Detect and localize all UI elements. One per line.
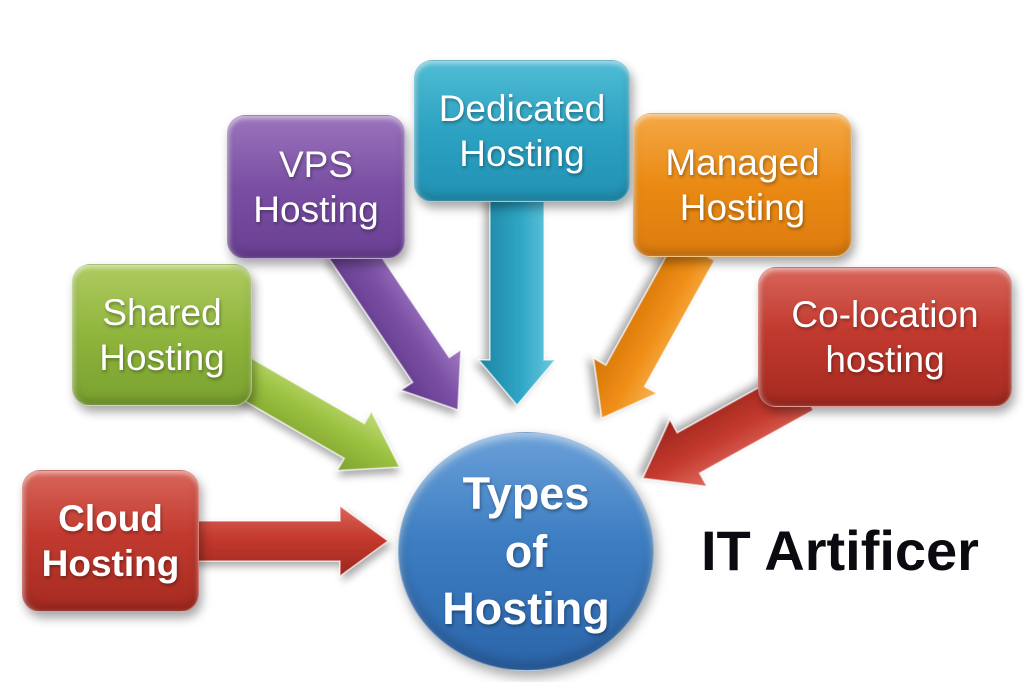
node-vps-line1: VPS [278, 143, 354, 185]
node-cloud-line2: Hosting [41, 543, 180, 584]
node-vps-hosting: VPS Hosting [227, 115, 405, 259]
node-shared-line2: Hosting [99, 337, 225, 378]
center-circle-types-of-hosting: Types of Hosting [398, 432, 654, 671]
node-colocation-line1: Co-location [791, 293, 979, 335]
center-line2: of [504, 525, 548, 577]
center-line3: Hosting [442, 583, 610, 635]
node-cloud-hosting: Cloud Hosting [22, 470, 199, 612]
node-managed-line1: Managed [665, 141, 820, 183]
arrow-cloud-to-center [191, 504, 390, 578]
node-vps-line2: Hosting [253, 189, 379, 230]
arrow-vps-to-center [326, 230, 462, 411]
node-colocation-line2: hosting [825, 339, 945, 380]
arrow-managed-to-center [592, 238, 716, 420]
node-dedicated-line2: Hosting [459, 133, 585, 174]
watermark-brand-text: IT Artificer [701, 519, 979, 582]
node-shared-line1: Shared [102, 291, 222, 333]
node-colocation-hosting: Co-location hosting [758, 267, 1012, 407]
node-managed-line2: Hosting [679, 187, 806, 228]
node-managed-hosting: Managed Hosting [633, 113, 852, 257]
node-dedicated-hosting: Dedicated Hosting [414, 60, 630, 202]
node-shared-hosting: Shared Hosting [72, 264, 252, 406]
node-dedicated-line1: Dedicated [438, 87, 606, 129]
arrow-dedicated-to-center [477, 195, 557, 407]
node-cloud-line1: Cloud [58, 497, 163, 539]
center-line1: Types [462, 468, 590, 520]
